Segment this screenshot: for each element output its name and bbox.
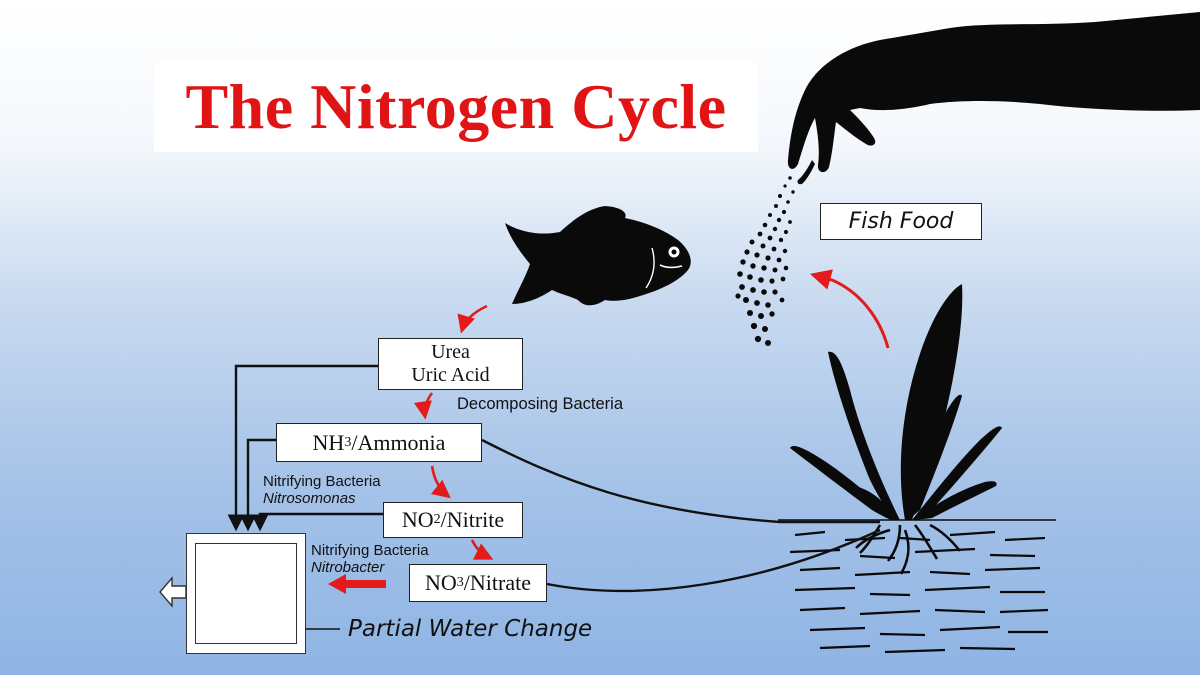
nitrobacter-label: Nitrobacter xyxy=(311,559,385,576)
page-title: The Nitrogen Cycle xyxy=(185,71,727,142)
partial-water-change-label: Partial Water Change xyxy=(348,616,593,642)
urea-box: Urea Uric Acid xyxy=(378,338,523,390)
decomposing-bacteria-label: Decomposing Bacteria xyxy=(457,395,623,413)
outflow-arrow-icon xyxy=(159,576,187,608)
nitrate-to-tank-arrow xyxy=(328,574,386,594)
nitrosomonas-label: Nitrosomonas xyxy=(263,490,356,507)
nitrate-name: /Nitrate xyxy=(463,570,531,595)
hand-icon xyxy=(787,12,1200,185)
urea-label: Urea xyxy=(431,341,470,363)
nitrate-subscript: 3 xyxy=(456,575,464,590)
ammonia-formula: NH xyxy=(312,429,345,455)
substrate xyxy=(778,519,1056,654)
ammonia-subscript: 3 xyxy=(344,434,352,450)
nitrifying-bacteria-label-2: Nitrifying Bacteria xyxy=(311,542,429,559)
ammonia-name: /Ammonia xyxy=(351,429,446,455)
nitrite-subscript: 2 xyxy=(433,512,441,527)
nitrate-formula: NO xyxy=(425,570,457,595)
plant-icon xyxy=(790,284,1002,520)
nitrifying-bacteria-label-1: Nitrifying Bacteria xyxy=(263,473,381,490)
fish-food-label: Fish Food xyxy=(848,209,954,234)
uric-acid-label: Uric Acid xyxy=(411,364,490,386)
fish-food-pellets-icon xyxy=(735,176,795,346)
title-banner: The Nitrogen Cycle xyxy=(154,62,758,152)
fish-food-box: Fish Food xyxy=(820,203,982,240)
tank-inner xyxy=(195,543,297,644)
red-process-arrows xyxy=(413,269,890,560)
nitrite-formula: NO xyxy=(401,507,434,532)
connector-lines xyxy=(227,364,881,630)
fish-icon xyxy=(505,206,691,306)
tank-icon xyxy=(186,533,306,654)
nitrite-name: /Nitrite xyxy=(440,507,505,532)
